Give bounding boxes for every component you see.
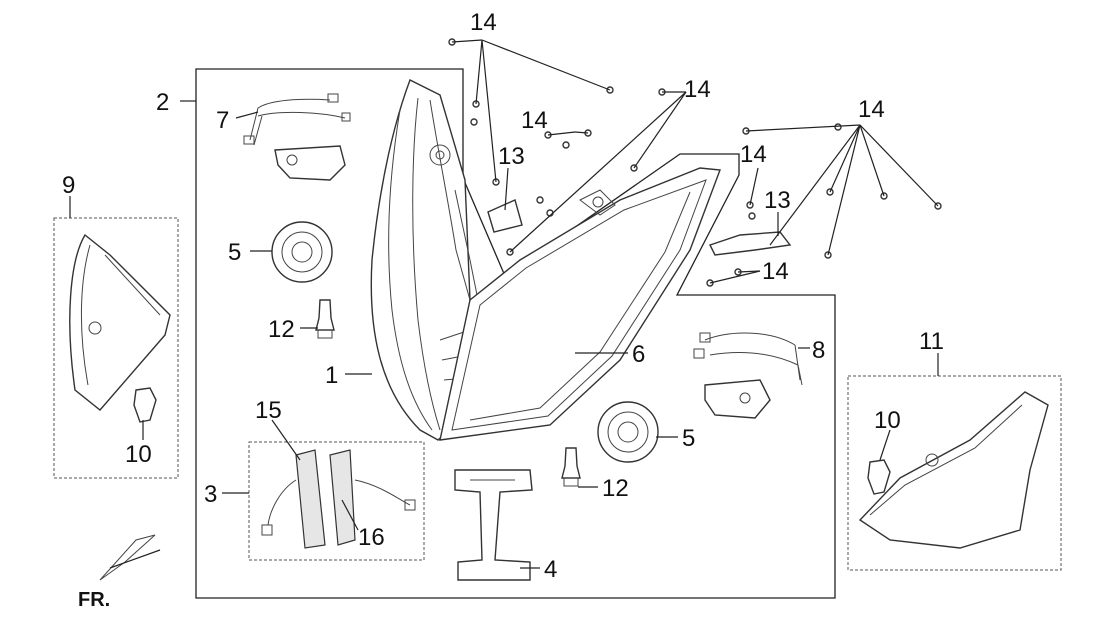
label-12-upper: 12 xyxy=(268,316,295,343)
front-direction-label: FR. xyxy=(78,589,110,611)
turn-signal-right-box xyxy=(847,375,1062,571)
harness-7 xyxy=(243,93,351,181)
leader-lines xyxy=(69,39,939,569)
bulb-socket-lower xyxy=(597,401,659,463)
mount-bracket-4 xyxy=(454,469,533,581)
harness-8 xyxy=(693,332,803,419)
turn-signal-left-box xyxy=(53,217,179,479)
headlight-housing xyxy=(370,79,481,441)
label-11: 11 xyxy=(919,328,944,355)
label-10-right: 10 xyxy=(874,407,901,434)
label-10-left: 10 xyxy=(125,441,152,468)
bulb-socket-upper xyxy=(271,221,333,283)
bulb-12-lower xyxy=(561,447,581,487)
label-14-top: 14 xyxy=(470,9,497,36)
label-15: 15 xyxy=(255,397,282,424)
headlight-lens xyxy=(439,167,721,441)
turn-signal-left xyxy=(69,233,171,423)
label-2: 2 xyxy=(156,89,169,116)
label-5-lower: 5 xyxy=(682,425,695,452)
label-12-lower: 12 xyxy=(602,475,629,502)
label-13-left: 13 xyxy=(498,143,525,170)
label-14-upper-right: 14 xyxy=(684,76,711,103)
label-14-lower: 14 xyxy=(762,258,789,285)
label-1: 1 xyxy=(325,362,338,389)
label-5-upper: 5 xyxy=(228,239,241,266)
front-direction-icon xyxy=(99,534,161,581)
label-14-middle: 14 xyxy=(521,107,548,134)
label-3: 3 xyxy=(204,481,217,508)
label-4: 4 xyxy=(544,556,557,583)
bracket-13-right xyxy=(709,231,792,256)
label-16: 16 xyxy=(358,524,385,551)
bulb-12-upper xyxy=(315,299,335,339)
label-13-right: 13 xyxy=(764,187,791,214)
turn-signal-right xyxy=(858,391,1049,549)
position-light-box xyxy=(248,441,425,561)
label-7: 7 xyxy=(216,107,229,134)
label-8: 8 xyxy=(812,337,825,364)
label-14-center-right: 14 xyxy=(740,141,767,168)
position-light-strips xyxy=(261,449,416,549)
assembly-2-outline xyxy=(195,68,836,599)
label-14-far-right: 14 xyxy=(858,96,885,123)
label-6: 6 xyxy=(632,341,645,368)
label-9: 9 xyxy=(62,172,75,199)
